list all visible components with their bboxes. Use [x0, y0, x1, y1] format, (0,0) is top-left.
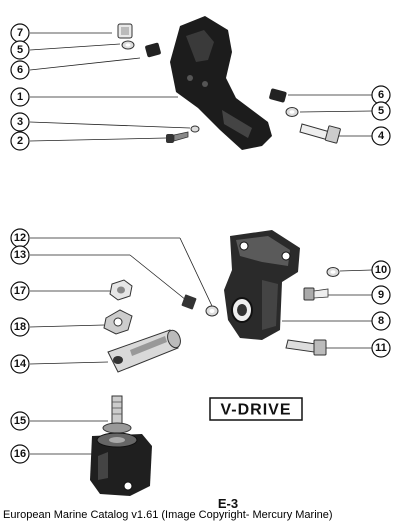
callout-17: 17: [10, 281, 30, 301]
small-washer-part: [190, 125, 200, 133]
callout-11: 11: [371, 338, 391, 358]
link-shaft-part-14: [107, 329, 181, 373]
svg-text:5: 5: [17, 44, 23, 56]
image-caption: European Marine Catalog v1.61 (Image Cop…: [3, 509, 333, 521]
bushing-part: [145, 42, 161, 58]
svg-text:6: 6: [378, 89, 384, 101]
svg-text:10: 10: [375, 264, 387, 276]
callout-2: 2: [10, 131, 30, 151]
svg-text:1: 1: [17, 91, 23, 103]
svg-text:5: 5: [378, 105, 384, 117]
svg-text:18: 18: [14, 321, 26, 333]
mount-bracket-part: [170, 16, 272, 150]
callout-4: 4: [371, 126, 391, 146]
svg-text:14: 14: [14, 358, 27, 370]
callout-16: 16: [10, 444, 30, 464]
nut-part: [117, 23, 133, 39]
callout-3: 3: [10, 112, 30, 132]
vdrive-label-text: V-DRIVE: [220, 402, 291, 419]
svg-text:11: 11: [375, 342, 387, 354]
callout-18: 18: [10, 317, 30, 337]
callout-13: 13: [10, 245, 30, 265]
svg-text:12: 12: [14, 232, 26, 244]
callout-7: 7: [10, 23, 30, 43]
svg-text:15: 15: [14, 415, 26, 427]
callout-6-right: 6: [371, 85, 391, 105]
svg-text:2: 2: [17, 135, 23, 147]
washer-part-right: [285, 107, 299, 117]
page-code: E-3: [218, 496, 238, 511]
svg-text:6: 6: [17, 64, 23, 76]
leader-lines-top: [29, 32, 373, 142]
bolt-part-9: [303, 287, 329, 301]
vdrive-bracket-part: [224, 230, 300, 340]
hex-nut-part-17: [109, 279, 133, 301]
svg-text:3: 3: [17, 116, 23, 128]
callout-15: 15: [10, 411, 30, 431]
washer-part-10: [326, 267, 340, 277]
svg-text:16: 16: [14, 448, 26, 460]
leader-lines-bottom: [29, 237, 373, 455]
bolt-part-11: [285, 339, 327, 356]
svg-text:17: 17: [14, 285, 26, 297]
svg-text:7: 7: [17, 27, 23, 39]
svg-text:8: 8: [378, 315, 384, 327]
callout-1: 1: [10, 87, 30, 107]
svg-text:4: 4: [378, 130, 385, 142]
callout-5-upper: 5: [10, 40, 30, 60]
callout-8: 8: [371, 311, 391, 331]
nut-part-13: [181, 294, 197, 310]
callout-14: 14: [10, 354, 30, 374]
bushing-part-right: [269, 88, 287, 103]
callout-5-right: 5: [371, 101, 391, 121]
bolt-part: [299, 123, 341, 144]
svg-text:13: 13: [14, 249, 26, 261]
vdrive-label-box: V-DRIVE: [209, 397, 303, 421]
callout-12: 12: [10, 228, 30, 248]
callout-10: 10: [371, 260, 391, 280]
washer-part-12: [205, 305, 219, 317]
clip-part-18: [103, 309, 133, 335]
svg-text:9: 9: [378, 289, 384, 301]
callout-6-upper: 6: [10, 60, 30, 80]
callout-9: 9: [371, 285, 391, 305]
mount-stud-part-15: [102, 395, 132, 434]
washer-part: [121, 40, 135, 50]
rubber-mount-part-16: [90, 432, 152, 496]
screw-part: [166, 131, 189, 143]
